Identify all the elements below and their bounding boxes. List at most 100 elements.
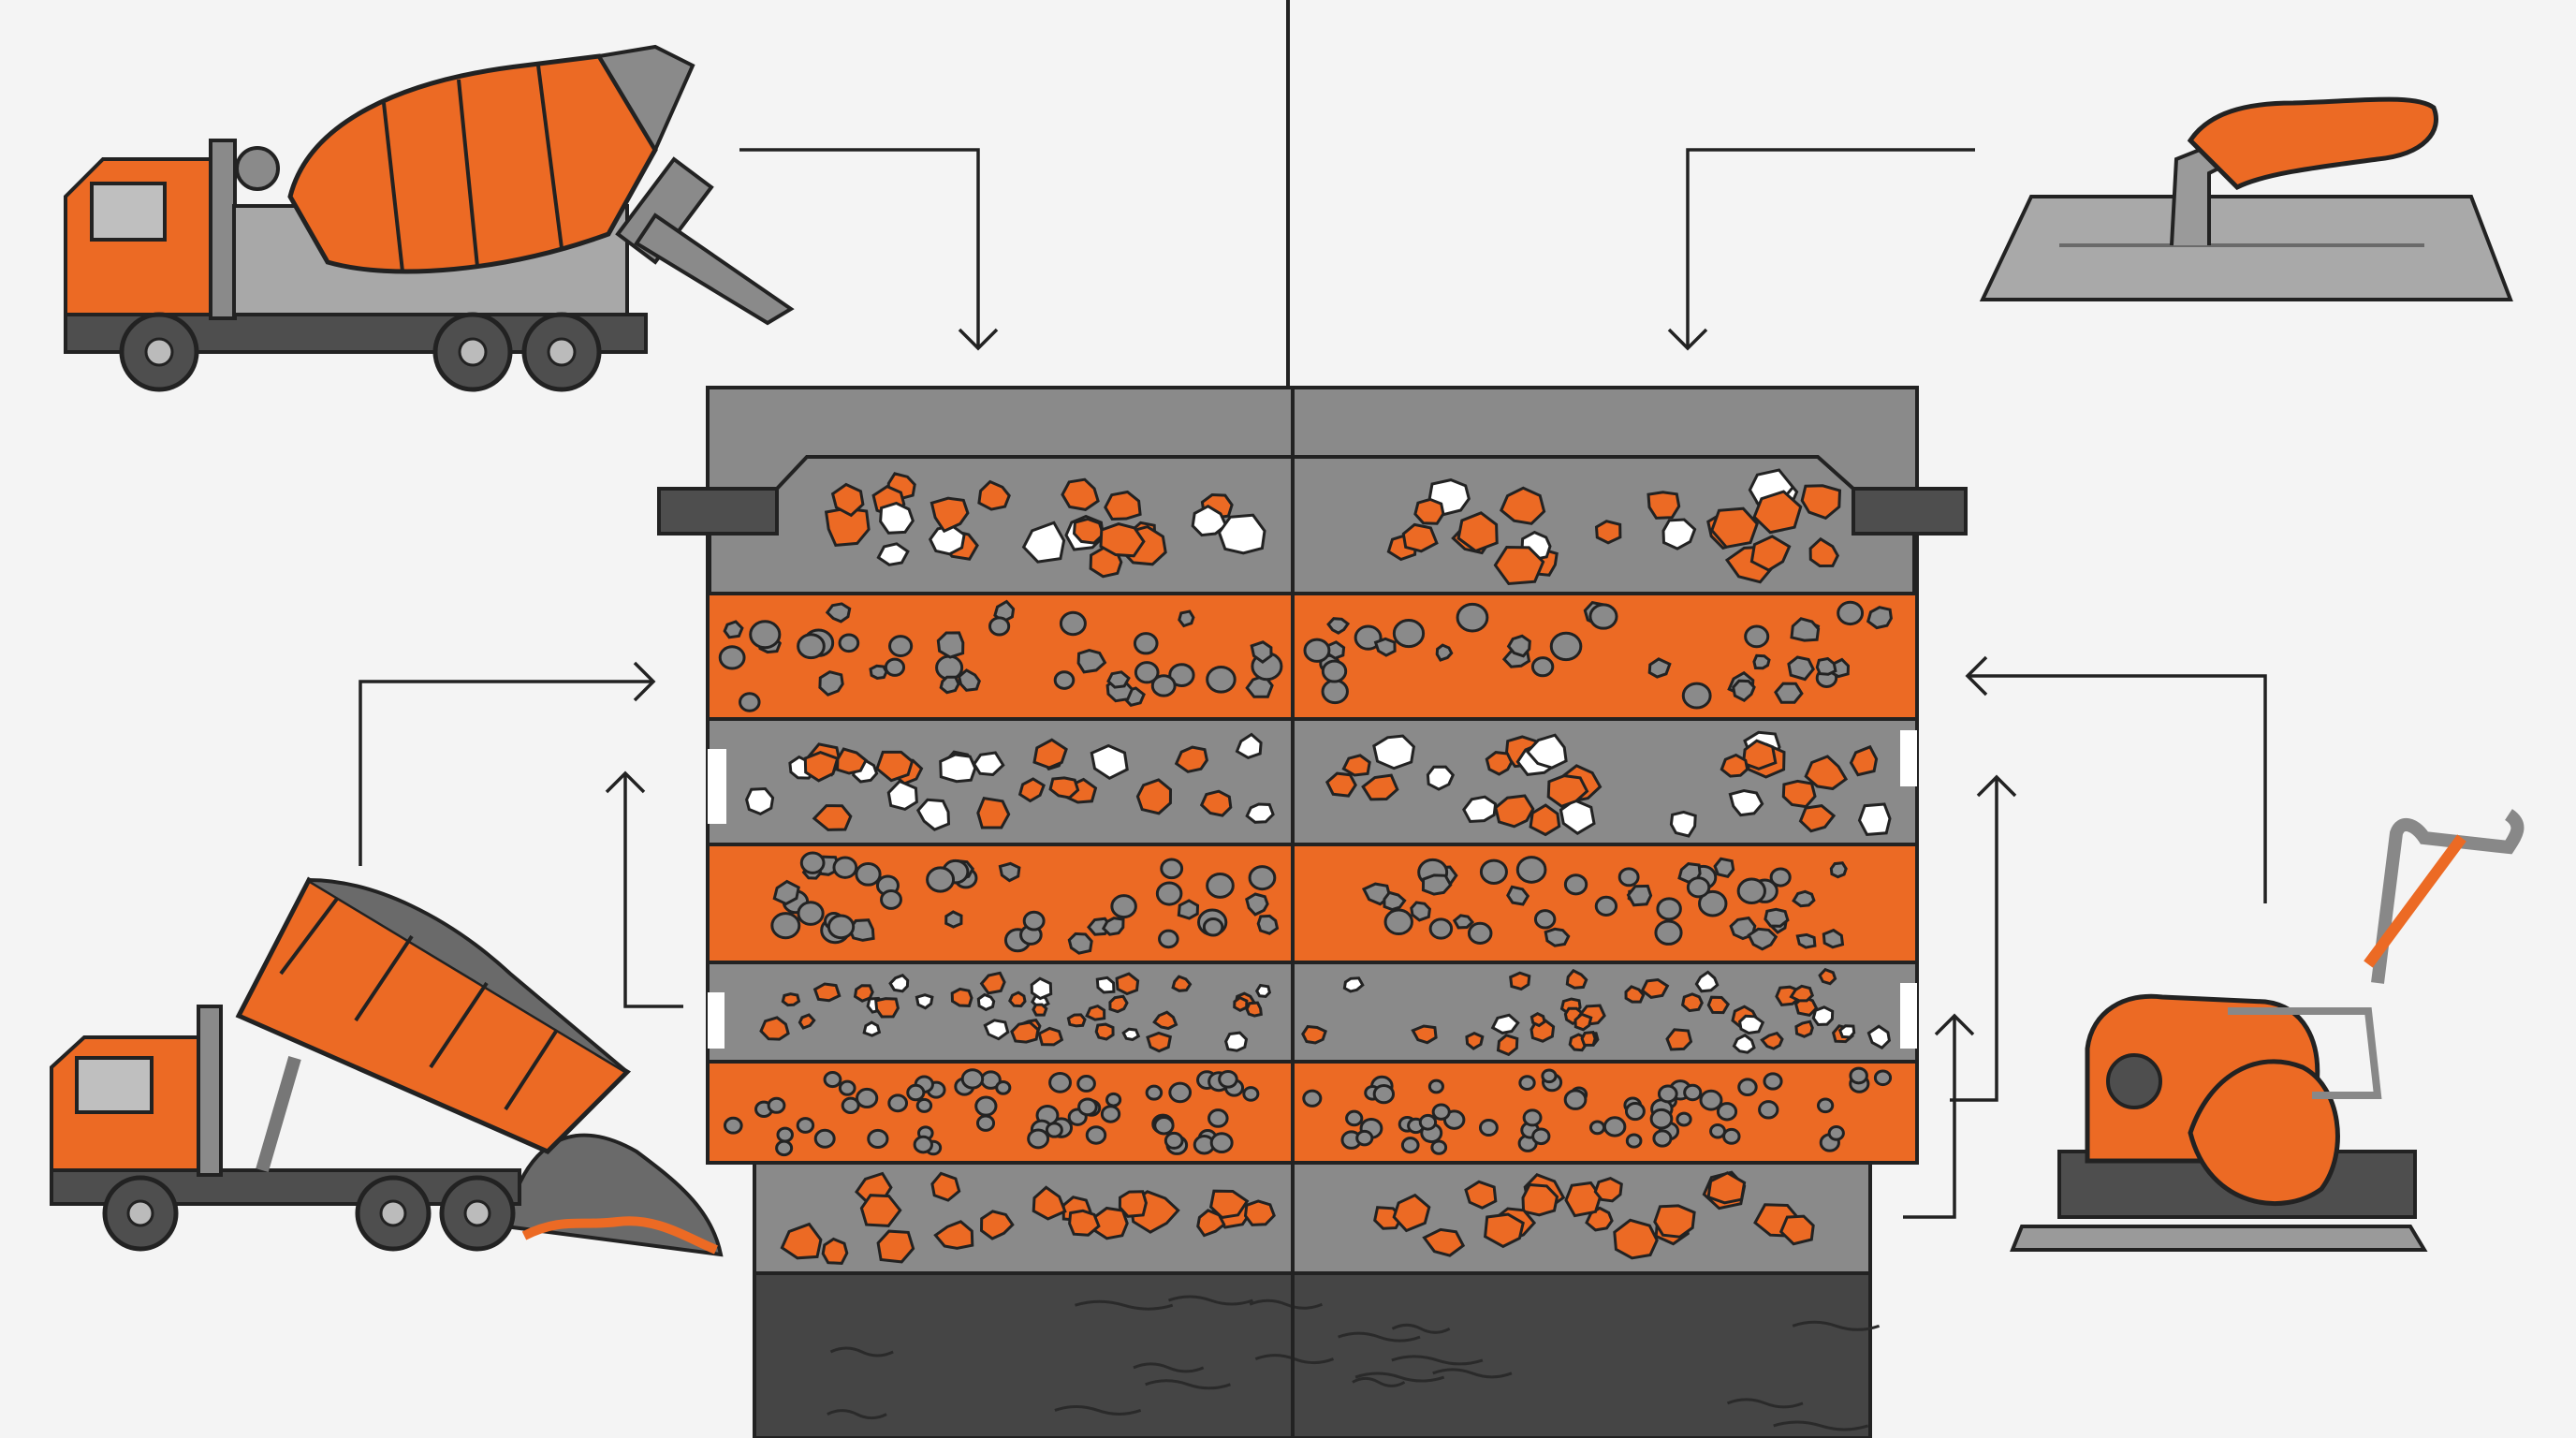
- aggregate-stone: [1072, 517, 1105, 545]
- aggregate-stone: [739, 692, 761, 712]
- aggregate-stone: [1654, 919, 1683, 946]
- aggregate-stone: [1617, 867, 1640, 888]
- aggregate-stone: [1115, 972, 1140, 996]
- drum-band: [536, 65, 564, 249]
- aggregate-stone: [827, 914, 856, 940]
- aggregate-stone: [1427, 1078, 1444, 1094]
- pavement-cross-section: [657, 0, 1968, 1438]
- aggregate-stone: [1626, 884, 1653, 907]
- arrowhead: [958, 328, 999, 351]
- aggregate-stone: [1653, 1204, 1696, 1239]
- aggregate-stone: [867, 1128, 889, 1150]
- aggregate-stone: [1794, 1020, 1814, 1038]
- aggregate-stone: [1155, 881, 1183, 906]
- aggregate-stone: [1752, 490, 1803, 535]
- aggregate-stone: [1355, 1129, 1374, 1147]
- aggregate-stone: [1732, 1034, 1756, 1054]
- soil-texture: [1773, 1420, 1869, 1431]
- edge-notch: [1900, 730, 1917, 786]
- aggregate-stone: [1795, 932, 1817, 949]
- aggregate-stone: [1150, 674, 1177, 697]
- roll-cage: [2228, 1007, 2382, 1099]
- hydraulic-ram: [256, 1056, 301, 1172]
- aggregate-stone: [1647, 657, 1672, 679]
- aggregate-stone: [975, 1114, 996, 1132]
- aggregate-stone: [1529, 803, 1561, 837]
- aggregate-stone: [1790, 617, 1821, 642]
- sub-base-layer-1: [706, 717, 1919, 846]
- aggregate-stone: [876, 542, 910, 566]
- aggregate-stone: [930, 1171, 961, 1202]
- aggregate-stone: [1484, 1212, 1525, 1249]
- aggregate-stone: [1800, 484, 1842, 521]
- aggregate-stone: [1321, 679, 1349, 705]
- gravel-pile-highlight: [521, 1216, 718, 1255]
- aggregate-stone: [869, 664, 888, 681]
- aggregate-stone: [821, 1237, 849, 1265]
- soil-texture: [829, 1346, 894, 1357]
- aggregate-stone: [979, 1210, 1015, 1240]
- base-layer-3: [706, 1060, 1919, 1165]
- aggregate-stone: [856, 1087, 879, 1109]
- bed-rib: [279, 897, 339, 976]
- aggregate-stone: [906, 1083, 926, 1102]
- aggregate-stone: [1849, 1066, 1868, 1085]
- aggregate-stone: [767, 1096, 786, 1114]
- aggregate-stone: [799, 851, 826, 874]
- aggregate-stone: [1208, 1108, 1229, 1128]
- aggregate-stone: [1669, 810, 1697, 838]
- soil-texture: [827, 1409, 887, 1420]
- aggregate-stone: [1722, 1127, 1741, 1145]
- aggregate-stone: [884, 657, 906, 677]
- aggregate-stone: [1698, 889, 1728, 917]
- drum-hopper: [595, 44, 695, 154]
- aggregate-stone: [1758, 1100, 1779, 1120]
- aggregate-stone: [976, 992, 996, 1012]
- aggregate-stone: [1401, 522, 1439, 553]
- compactor-handle: [2371, 809, 2525, 984]
- aggregate-stone: [770, 912, 801, 940]
- aggregate-stone: [1837, 1024, 1856, 1039]
- trowel-blade: [1979, 195, 2513, 301]
- soil-texture: [1432, 1368, 1513, 1379]
- aggregate-stone: [1710, 506, 1759, 549]
- aggregate-stone: [1158, 929, 1179, 949]
- aggregate-stone: [1245, 802, 1275, 824]
- aggregate-stone: [1625, 1133, 1643, 1149]
- aggregate-stone: [1008, 990, 1027, 1008]
- wheel-hub: [379, 1199, 407, 1227]
- aggregate-stone: [1066, 1013, 1087, 1028]
- water-tank: [235, 146, 280, 191]
- aggregate-stone: [718, 645, 746, 670]
- edge-notch: [1900, 983, 1917, 1049]
- aggregate-stone: [1683, 1083, 1703, 1102]
- aggregate-stone: [880, 889, 902, 910]
- aggregate-stone: [1764, 907, 1790, 928]
- exhaust-stack: [209, 139, 237, 320]
- base-plate: [2010, 1225, 2428, 1252]
- aggregate-stone: [879, 501, 915, 535]
- drum-band: [457, 79, 479, 268]
- aggregate-stone: [1769, 867, 1792, 888]
- aggregate-stone: [838, 633, 860, 653]
- aggregate-stone: [1706, 995, 1731, 1015]
- aggregate-stone: [797, 901, 825, 926]
- aggregate-stone: [1174, 745, 1209, 773]
- aggregate-stone: [1426, 765, 1456, 791]
- aggregate-stone: [1559, 798, 1596, 835]
- aggregate-stone: [915, 993, 934, 1010]
- aggregate-stone: [1808, 536, 1839, 568]
- soil-texture: [1054, 1404, 1142, 1416]
- aggregate-stone: [1656, 897, 1682, 921]
- aggregate-stone: [1245, 892, 1269, 917]
- aggregate-stone: [1164, 1131, 1184, 1150]
- aggregate-stone: [1706, 1171, 1747, 1205]
- aggregate-stone: [1373, 637, 1397, 657]
- aggregate-stone: [853, 984, 874, 1003]
- aggregate-stone: [1099, 522, 1146, 558]
- aggregate-stone: [995, 1080, 1012, 1095]
- aggregate-stone: [1217, 513, 1266, 555]
- fuel-cap: [2106, 1053, 2162, 1109]
- aggregate-stone: [1168, 1081, 1193, 1104]
